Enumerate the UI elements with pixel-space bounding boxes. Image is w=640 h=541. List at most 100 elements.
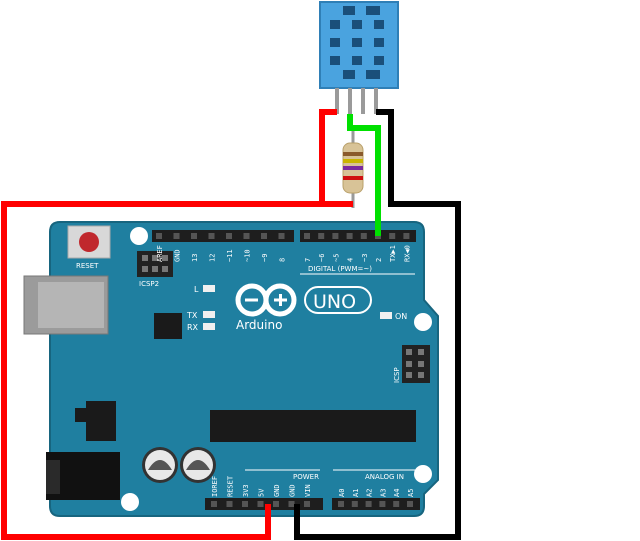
header-socket	[332, 233, 339, 239]
led-on	[380, 312, 392, 319]
mounting-hole	[414, 313, 432, 331]
led-l-label: L	[194, 285, 199, 294]
header-socket	[389, 233, 396, 239]
arduino-logo-icon	[235, 283, 297, 317]
digital-pin-label: 4	[347, 258, 355, 262]
mounting-hole	[130, 227, 148, 245]
power-pin-label: RESET	[227, 475, 235, 497]
digital-pin-label: ~11	[226, 249, 234, 262]
power-label: POWER	[293, 473, 319, 481]
power-pin-label: GND	[289, 484, 297, 497]
mounting-hole	[414, 465, 432, 483]
arduino-board	[49, 221, 439, 517]
digital-pin-label: 8	[279, 258, 287, 262]
microcontroller-chip	[210, 410, 416, 442]
header-socket	[278, 233, 285, 239]
header-socket	[379, 501, 386, 507]
power-pin-labels: IOREF RESET 3V3 5V GND GND VIN	[211, 475, 312, 497]
header-socket	[288, 501, 295, 507]
header-socket	[365, 501, 372, 507]
led-on-label: ON	[395, 312, 407, 321]
power-pin-label: VIN	[304, 484, 312, 497]
header-socket	[211, 501, 217, 507]
digital-pin-label: ~5	[332, 254, 340, 262]
analog-pin-label: A4	[393, 489, 401, 497]
capacitor	[142, 447, 178, 483]
analog-pin-label: A5	[407, 489, 415, 497]
analog-pin-labels: A0 A1 A2 A3 A4 A5	[338, 489, 415, 497]
header-socket	[261, 233, 267, 239]
dht-sensor	[319, 1, 399, 89]
icsp-label: ICSP	[393, 367, 401, 383]
dht-sensor-pins	[335, 88, 378, 114]
icsp-pins	[406, 349, 424, 378]
uno-badge	[304, 286, 372, 314]
usb-connector-inner	[38, 282, 104, 328]
digital-pin-label: 7	[304, 258, 312, 262]
resistor	[342, 142, 364, 194]
digital-pin-label: ~6	[318, 254, 326, 262]
digital-header-sockets	[156, 233, 410, 239]
wire-gnd	[294, 109, 461, 540]
digital-pin-label: ~10	[244, 249, 252, 262]
digital-header-right	[300, 230, 416, 242]
digital-pin-label: ~9	[261, 254, 269, 262]
header-socket	[173, 233, 180, 239]
reset-button-cap[interactable]	[79, 232, 99, 252]
digital-pin-label: RX◀0	[403, 245, 411, 262]
digital-pin-label: AREF	[156, 245, 164, 262]
header-socket	[226, 233, 232, 239]
voltage-regulator	[86, 401, 116, 441]
capacitor	[180, 447, 216, 483]
power-pin-label: 3V3	[242, 484, 250, 497]
header-socket	[304, 501, 310, 507]
voltage-regulator-tab	[75, 408, 87, 422]
header-socket	[273, 501, 279, 507]
header-socket	[226, 501, 233, 507]
usb-chip	[154, 313, 182, 339]
reset-label: RESET	[76, 262, 99, 270]
header-socket	[243, 233, 250, 239]
digital-pin-label: 13	[191, 254, 199, 262]
digital-pin-label: ~3	[361, 254, 369, 262]
header-socket	[191, 233, 197, 239]
icsp2-header	[137, 251, 173, 277]
digital-pin-label: 12	[209, 254, 217, 262]
digital-pin-label: TX▶1	[389, 245, 397, 262]
header-socket	[208, 233, 215, 239]
analog-pin-label: A2	[366, 489, 374, 497]
wire-5v	[1, 109, 337, 540]
model-label: UNO	[313, 291, 356, 313]
brand-label: Arduino	[236, 318, 282, 332]
analog-header	[332, 498, 420, 510]
digital-pin-label: GND	[174, 249, 182, 262]
power-pin-label: GND	[273, 484, 281, 497]
header-socket	[257, 501, 264, 507]
header-socket	[318, 233, 325, 239]
header-socket	[351, 501, 358, 507]
analog-pin-label: A3	[379, 489, 387, 497]
analog-pin-label: A0	[338, 489, 346, 497]
bottom-header-sockets	[211, 501, 413, 507]
header-socket	[393, 501, 400, 507]
header-socket	[407, 501, 413, 507]
digital-label: DIGITAL (PWM=~)	[308, 265, 372, 273]
led-tx	[203, 311, 215, 318]
analog-pin-label: A1	[352, 489, 360, 497]
analog-label: ANALOG IN	[365, 473, 404, 481]
power-pin-label: 5V	[258, 488, 266, 497]
header-socket	[242, 501, 248, 507]
digital-pin-labels: AREF GND 13 12 ~11 ~10 ~9 8 7 ~6 ~5 4 ~3 2 TX▶1 RX◀0	[156, 245, 411, 262]
digital-pin-label: 2	[375, 258, 383, 262]
icsp2-label: ICSP2	[139, 280, 159, 288]
led-l	[203, 285, 215, 292]
icsp2-pins	[142, 255, 168, 272]
header-socket	[360, 233, 367, 239]
header-socket	[403, 233, 410, 239]
power-pin-label: IOREF	[211, 476, 219, 497]
dc-power-jack-front	[46, 460, 60, 494]
header-socket	[338, 501, 344, 507]
header-socket	[304, 233, 310, 239]
led-rx	[203, 323, 215, 330]
